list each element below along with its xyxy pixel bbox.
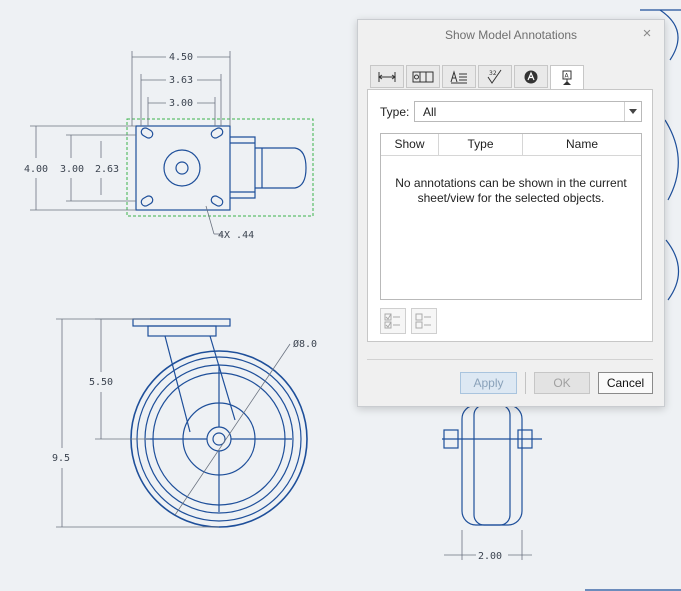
- dim-total-height: 9.5: [52, 453, 70, 464]
- symbol-icon: [524, 70, 538, 83]
- dialog-title: Show Model Annotations: [444, 28, 578, 42]
- type-label: Type:: [380, 105, 410, 119]
- type-selected-value: All: [423, 105, 437, 119]
- divider: [367, 359, 653, 360]
- dim-wheel-width: 2.00: [478, 551, 502, 562]
- tab-datums[interactable]: A: [550, 65, 584, 90]
- select-all-button[interactable]: [380, 308, 406, 334]
- table-header: Show Type Name: [381, 134, 641, 156]
- dim-left-inner: 2.63: [95, 164, 119, 175]
- dimension-icon: [378, 71, 396, 82]
- column-name[interactable]: Name: [565, 137, 598, 151]
- annotations-panel: Type: All Show Type Name No annotations …: [367, 89, 653, 342]
- dim-side-offset: 5.50: [89, 377, 113, 388]
- tab-notes[interactable]: [442, 65, 476, 88]
- surface-finish-icon: 32: [487, 69, 502, 84]
- svg-text:32: 32: [489, 70, 497, 77]
- dim-left-mid: 3.00: [60, 164, 84, 175]
- dim-holes: 4X .44: [218, 230, 254, 241]
- note-icon: [450, 69, 467, 83]
- dim-left-height: 4.00: [24, 164, 48, 175]
- side-plate: [132, 318, 231, 327]
- gtol-icon: [412, 71, 434, 82]
- dim-wheel-dia: Ø8.0: [293, 338, 317, 350]
- show-model-annotations-dialog: Show Model Annotations × 32 A Type: All: [357, 19, 665, 407]
- tab-symbols[interactable]: [514, 65, 548, 88]
- top-plate: [135, 125, 231, 211]
- datum-icon: A: [562, 70, 572, 85]
- ok-button[interactable]: OK: [534, 372, 590, 394]
- selection-box: [126, 118, 314, 217]
- empty-message: No annotations can be shown in the curre…: [395, 176, 627, 205]
- tab-gtol[interactable]: [406, 65, 440, 88]
- clear-all-button[interactable]: [411, 308, 437, 334]
- tab-dimensions[interactable]: [370, 65, 404, 88]
- chevron-down-icon[interactable]: [624, 102, 641, 121]
- uncheck-all-icon: [415, 313, 431, 329]
- tab-surface-finish[interactable]: 32: [478, 65, 512, 88]
- column-type[interactable]: Type: [439, 134, 523, 155]
- close-icon[interactable]: ×: [642, 25, 652, 42]
- check-all-icon: [384, 313, 400, 329]
- dim-top-inner: 3.00: [169, 98, 193, 109]
- dim-top-mid: 3.63: [169, 75, 193, 86]
- annotations-table: Show Type Name No annotations can be sho…: [380, 133, 642, 300]
- svg-text:A: A: [565, 73, 570, 80]
- column-show[interactable]: Show: [381, 134, 439, 155]
- button-divider: [525, 372, 526, 394]
- type-dropdown[interactable]: All: [414, 101, 642, 122]
- apply-button[interactable]: Apply: [460, 372, 517, 394]
- dim-top-width: 4.50: [169, 52, 193, 63]
- cancel-button[interactable]: Cancel: [598, 372, 653, 394]
